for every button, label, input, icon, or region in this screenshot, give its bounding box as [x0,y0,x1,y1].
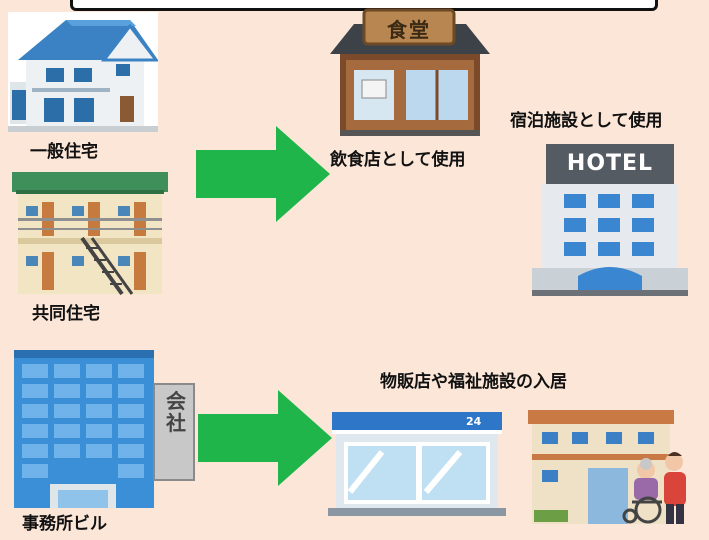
restaurant-sign-text: 食堂 [387,18,431,42]
restaurant-use-label: 飲食店として使用 [330,150,466,170]
welfare-facility-illustration [528,410,694,526]
company-sign-char-2: 社 [166,411,186,435]
arrow-top [196,126,330,222]
company-sign-char-1: 会 [166,389,186,413]
office-label: 事務所ビル [22,514,107,534]
hotel-illustration [532,144,688,296]
apartment-illustration [12,172,168,296]
hotel-sign-text: HOTEL [566,151,654,176]
apartment-label: 共同住宅 [32,304,100,324]
restaurant-illustration [330,8,490,136]
hotel-use-label: 宿泊施設として使用 [510,111,663,131]
house-label: 一般住宅 [30,142,98,162]
house-illustration [8,12,158,132]
convenience-store-illustration [322,412,506,516]
office-building-illustration [14,350,198,508]
store-number: 24 [466,415,482,428]
retail-welfare-label: 物販店や福祉施設の入居 [380,372,567,392]
arrow-bottom [198,390,332,486]
top-frame [70,0,658,11]
company-sign: 会 社 [158,390,194,434]
